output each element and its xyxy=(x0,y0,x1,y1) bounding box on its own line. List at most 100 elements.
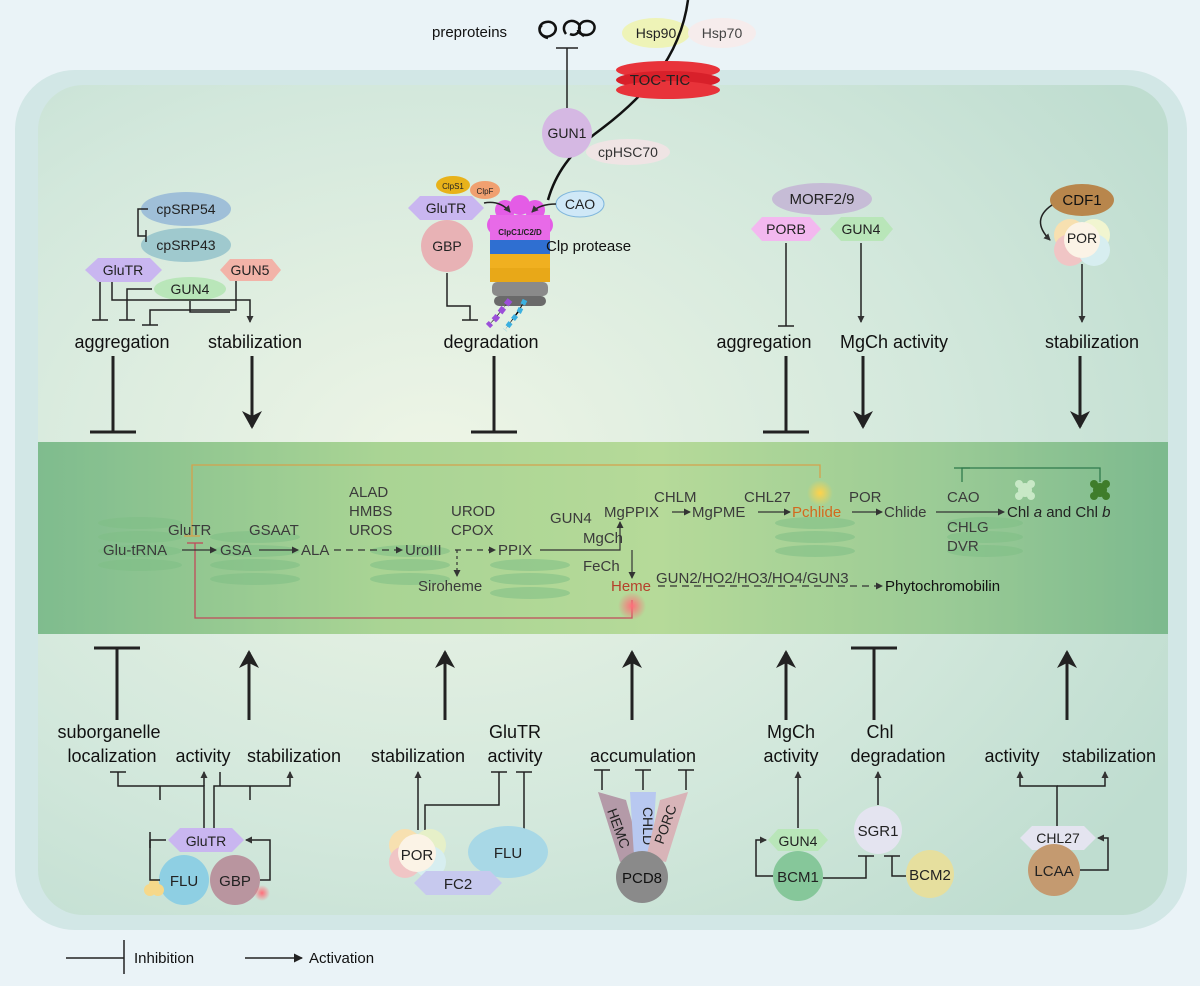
cpsrp43-node xyxy=(141,228,231,262)
clps1-label: ClpS1 xyxy=(442,182,464,191)
hemc-node xyxy=(598,792,642,862)
cpox-label: CPOX xyxy=(451,522,494,539)
bottom1-flu-node xyxy=(159,855,209,905)
bottom1-flu-label: FLU xyxy=(170,873,198,890)
lcaa-label: LCAA xyxy=(1034,863,1073,880)
clpc-label: ClpC1/C2/D xyxy=(498,228,542,237)
uros-label: UROS xyxy=(349,522,392,539)
hsp70-node xyxy=(688,18,756,48)
cdf1-node xyxy=(1050,184,1114,216)
dvr-label: DVR xyxy=(947,538,979,555)
bottom4-degradation: degradation xyxy=(850,746,945,766)
chlb-symbol-icon xyxy=(1090,480,1110,500)
cpsrp43-label: cpSRP43 xyxy=(156,237,215,253)
bottom1-gbp-label: GBP xyxy=(219,873,251,890)
alad-label: ALAD xyxy=(349,484,388,501)
preproteins-label: preproteins xyxy=(432,24,507,41)
panel1-glutr-node xyxy=(85,258,162,282)
cpsrp54-node xyxy=(141,192,231,226)
chld-node xyxy=(630,792,656,856)
panel2-glutr-label: GluTR xyxy=(426,200,466,216)
bottom1-glutr-node xyxy=(168,828,244,852)
cphsc70-label: cpHSC70 xyxy=(598,144,658,160)
bottom2-activity: activity xyxy=(487,746,542,766)
panel2-degradation: degradation xyxy=(443,332,538,352)
gun5-node xyxy=(220,259,281,281)
localization-label: localization xyxy=(67,746,156,766)
legend-inhibition: Inhibition xyxy=(134,950,194,967)
pchlide-label: Pchlide xyxy=(792,504,841,521)
pathway-cao-label: CAO xyxy=(947,489,980,506)
bottom1-gbp-node xyxy=(210,855,260,905)
fech-label: FeCh xyxy=(583,558,620,575)
clpf-label: ClpF xyxy=(477,187,494,196)
cpsrp54-label: cpSRP54 xyxy=(156,201,215,217)
chlb-feedback-line xyxy=(961,467,1101,482)
bottom5-activity: activity xyxy=(984,746,1039,766)
panel1-aggregation: aggregation xyxy=(74,332,169,352)
bottom2-por-label: POR xyxy=(401,847,434,864)
panel3-gun4-label: GUN4 xyxy=(842,221,881,237)
suborganelle-label: suborganelle xyxy=(57,722,160,742)
pathway-glutr-label: GluTR xyxy=(168,522,212,539)
porb-label: PORB xyxy=(766,221,806,237)
panel3-mgch-activity: MgCh activity xyxy=(840,332,948,352)
sgr1-node xyxy=(854,806,902,854)
import-channel-line xyxy=(546,0,690,201)
ala-label: ALA xyxy=(301,542,329,559)
clps1-node xyxy=(436,176,470,194)
bottom1-glutr-label: GluTR xyxy=(186,833,226,849)
bottom4-activity: activity xyxy=(763,746,818,766)
phytochromobilin-label: Phytochromobilin xyxy=(885,578,1000,595)
lcaa-node xyxy=(1028,844,1080,896)
morf-node xyxy=(772,183,872,215)
morf-label: MORF2/9 xyxy=(789,191,854,208)
panel1-gun4-label: GUN4 xyxy=(171,281,210,297)
panel1-stabilization: stabilization xyxy=(208,332,302,352)
chl27-node xyxy=(1020,826,1096,850)
porc-node xyxy=(646,792,688,862)
clpf-node xyxy=(470,181,500,199)
ppix-label: PPIX xyxy=(498,542,532,559)
accumulation-label: accumulation xyxy=(590,746,696,766)
chlg-label: CHLG xyxy=(947,519,989,536)
panel4-por-label: POR xyxy=(1067,230,1097,246)
preprotein-coils-icon xyxy=(538,19,596,40)
bottom4-gun4-node xyxy=(768,829,828,851)
pcd8-label: PCD8 xyxy=(622,870,662,887)
legend-activation: Activation xyxy=(309,950,374,967)
panel2-cao-label: CAO xyxy=(565,196,595,212)
bottom2-stabilization: stabilization xyxy=(371,746,465,766)
chl27-label: CHL27 xyxy=(744,489,791,506)
inhibition-icon xyxy=(66,940,125,974)
sgr1-label: SGR1 xyxy=(858,823,899,840)
gsaat-label: GSAAT xyxy=(249,522,299,539)
toc-tic-complex xyxy=(616,61,720,99)
cphsc70-node xyxy=(586,139,670,165)
pchlide-feedback-line xyxy=(191,464,821,536)
panel1-glutr-label: GluTR xyxy=(103,262,143,278)
toc-tic-label: TOC-TIC xyxy=(630,72,691,89)
pcd8-node xyxy=(616,851,668,903)
pathway-gun4-label: GUN4 xyxy=(550,510,592,527)
clp-protease-label: Clp protease xyxy=(546,238,631,255)
thylakoid-stacks xyxy=(98,517,1023,599)
hsp90-node xyxy=(622,18,690,48)
bottom1-activity: activity xyxy=(175,746,230,766)
bottom5-chl27-label: CHL27 xyxy=(1036,830,1080,846)
bottom4-mgch: MgCh xyxy=(767,722,815,742)
hsp90-label: Hsp90 xyxy=(636,25,677,41)
fc2-node xyxy=(414,871,502,895)
bottom2-glutr: GluTR xyxy=(489,722,541,742)
bottom5-stabilization: stabilization xyxy=(1062,746,1156,766)
gbp-node xyxy=(421,220,473,272)
hmbs-label: HMBS xyxy=(349,503,392,520)
bottom2-flu-label: FLU xyxy=(494,845,522,862)
panel1-gun4-node xyxy=(154,277,226,301)
bcm1-label: BCM1 xyxy=(777,869,819,886)
bcm2-node xyxy=(906,850,954,898)
chla-symbol-icon xyxy=(1015,480,1035,500)
legend: Inhibition Activation xyxy=(66,940,374,974)
panel2-glutr-node xyxy=(408,196,484,220)
